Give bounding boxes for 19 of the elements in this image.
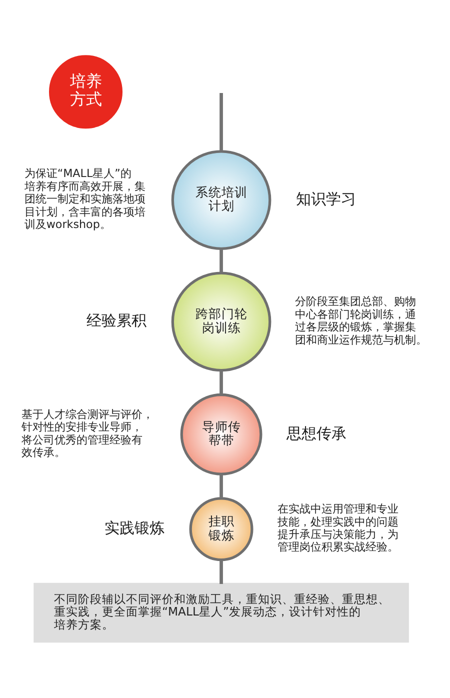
connector [219, 92, 222, 152]
node-circle: 挂职锻炼 [188, 497, 253, 562]
node-label: 实践锻炼 [104, 520, 164, 538]
node-label: 基于人才综合测评与评价，针对性的安排专业导师，将公司优秀的管理经验有效传承。 [21, 408, 154, 459]
connector [219, 560, 222, 584]
node-label: 在实战中运用管理和专业技能，处理实践中的问题提升承压与决策能力，为管理岗位积累实战经验。 [276, 502, 398, 554]
node-circle: 培养方式 [48, 55, 122, 129]
connector [219, 474, 222, 498]
node-label: 为保证“MALL星人”的培养有序而高效开展，集团统一制定和实施落地项目计划，含丰富的各项培训及workshop。 [24, 167, 145, 231]
node-label: 知识学习 [296, 190, 356, 208]
connector [219, 249, 222, 273]
node-circle: 跨部门轮岗训练 [170, 272, 271, 372]
node-circle: 导师传帮带 [180, 393, 262, 476]
node-circle: 系统培训计划 [170, 150, 271, 250]
node-label: 思想传承 [286, 425, 346, 442]
node-label: 分阶段至集团总部、购物中心各部门轮岗训练，通过各层级的锻炼，掌握集团和商业运作规范与机制。 [294, 295, 426, 346]
connector [219, 370, 222, 394]
node-box: 不同阶段辅以不同评价和激励工具，重知识、重经验、重思想、重实践，更全面掌握“MALL星人”发展动态，设计针对性的培养方案。 [33, 582, 408, 643]
node-label: 经验累积 [86, 312, 146, 330]
